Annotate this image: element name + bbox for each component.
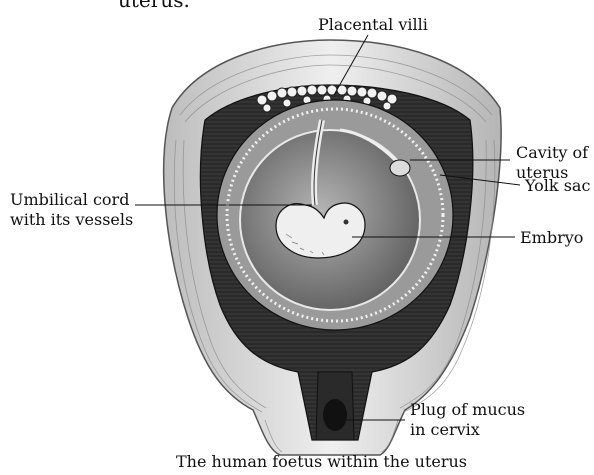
embryo-eye [344, 220, 349, 225]
header-fragment: uterus. [118, 0, 190, 10]
yolk-sac [390, 160, 410, 176]
label-umbilical-cord-line2: with its vessels [10, 210, 133, 229]
label-embryo: Embryo [520, 228, 583, 247]
mucus-plug [323, 399, 347, 431]
label-plug-of-mucus-line1: Plug of mucus [410, 400, 525, 419]
label-umbilical-cord-line1: Umbilical cord [10, 190, 129, 209]
label-yolk-sac: Yolk sac [525, 176, 590, 195]
label-placental-villi: Placental villi [318, 15, 428, 34]
label-cavity-of-uterus-line1: Cavity of [516, 143, 588, 162]
label-plug-of-mucus-line2: in cervix [410, 420, 480, 439]
figure-caption: The human foetus within the uterus [176, 452, 467, 471]
